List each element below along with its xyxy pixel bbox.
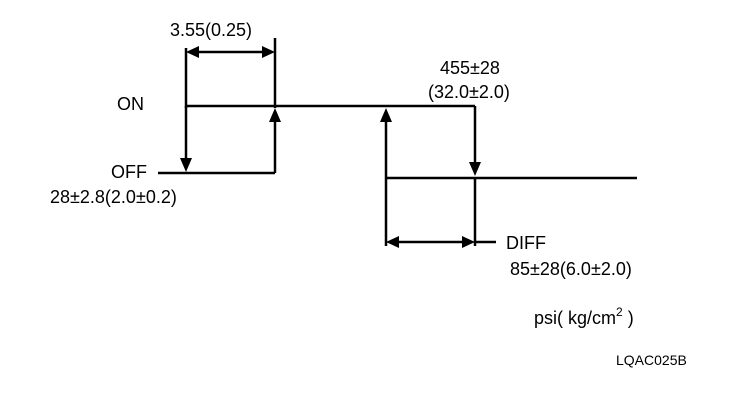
top-gap-arrowhead-right xyxy=(262,46,275,58)
top-gap-dimension xyxy=(184,38,277,108)
right-drop-arrowhead xyxy=(469,162,481,176)
on-label: ON xyxy=(117,94,144,114)
switch-trace xyxy=(158,104,637,246)
units-superscript: 2 xyxy=(616,305,623,319)
top-gap-arrowhead-left xyxy=(186,46,199,58)
on-value-line2: (32.0±2.0) xyxy=(428,82,510,102)
diff-arrowhead-right xyxy=(462,236,475,248)
diff-value-label: 85±28(6.0±2.0) xyxy=(510,259,632,279)
diff-arrowhead-left xyxy=(386,236,399,248)
off-label: OFF xyxy=(111,162,147,182)
diff-label: DIFF xyxy=(506,233,546,253)
left-rise-arrowhead xyxy=(269,108,281,122)
units-prefix: psi( kg/cm xyxy=(534,308,616,328)
diff-dimension xyxy=(386,236,496,248)
units-label: psi( kg/cm2 ) xyxy=(534,305,634,328)
on-value-line1: 455±28 xyxy=(440,58,500,78)
figure-code: LQAC025B xyxy=(616,352,687,368)
left-drop-arrowhead xyxy=(180,158,192,172)
units-suffix: ) xyxy=(623,308,634,328)
right-rise-arrowhead xyxy=(380,108,392,122)
off-value-label: 28±2.8(2.0±0.2) xyxy=(50,187,177,207)
top-gap-label: 3.55(0.25) xyxy=(170,20,252,40)
